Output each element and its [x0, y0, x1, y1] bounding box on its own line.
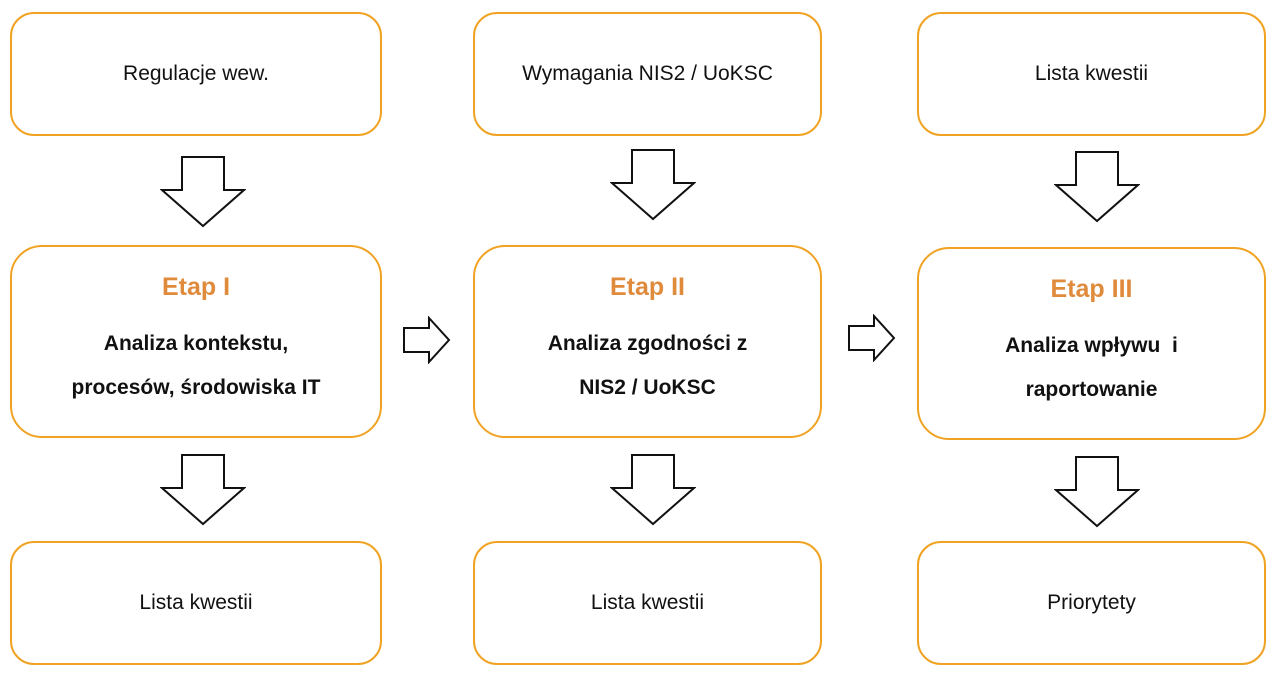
- stage-box-1: Etap I Analiza kontekstu, procesów, środ…: [10, 245, 382, 438]
- input-label-2: Wymagania NIS2 / UoKSC: [522, 62, 773, 85]
- stage-title-3: Etap III: [1050, 275, 1133, 303]
- output-label-3: Priorytety: [1047, 591, 1136, 614]
- stage-description-3-line-2: raportowanie: [1025, 378, 1158, 401]
- input-label-1: Regulacje wew.: [123, 62, 269, 85]
- input-box-3: Lista kwestii: [917, 12, 1266, 136]
- down-arrow-icon: [160, 454, 246, 526]
- stage-description-1-line-1: Analiza kontekstu,: [103, 332, 289, 355]
- output-box-2: Lista kwestii: [473, 541, 822, 665]
- input-box-2: Wymagania NIS2 / UoKSC: [473, 12, 822, 136]
- stage-description-3: Analiza wpływu i raportowanie: [1005, 324, 1178, 412]
- down-arrow-icon: [160, 156, 246, 228]
- input-label-3: Lista kwestii: [1034, 62, 1149, 85]
- stage-box-3: Etap III Analiza wpływu i raportowanie: [917, 247, 1266, 440]
- output-label-2: Lista kwestii: [590, 591, 705, 614]
- down-arrow-icon: [610, 454, 696, 526]
- input-box-1: Regulacje wew.: [10, 12, 382, 136]
- down-arrow-icon: [1054, 456, 1140, 528]
- stage-title-2: Etap II: [609, 273, 685, 301]
- right-arrow-icon: [403, 316, 451, 364]
- stage-description-1-line-2: procesów, środowiska IT: [71, 376, 321, 399]
- stage-description-2: Analiza zgodności z NIS2 / UoKSC: [548, 322, 748, 410]
- stage-description-3-line-1: Analiza wpływu i: [1005, 334, 1178, 357]
- down-arrow-icon: [610, 149, 696, 221]
- output-box-1: Lista kwestii: [10, 541, 382, 665]
- stage-description-1: Analiza kontekstu, procesów, środowiska …: [72, 322, 321, 410]
- right-arrow-icon: [848, 314, 896, 362]
- stage-description-2-line-1: Analiza zgodności z: [547, 332, 748, 355]
- stage-description-2-line-2: NIS2 / UoKSC: [579, 376, 716, 399]
- output-box-3: Priorytety: [917, 541, 1266, 665]
- stage-box-2: Etap II Analiza zgodności z NIS2 / UoKSC: [473, 245, 822, 438]
- output-label-1: Lista kwestii: [139, 591, 253, 614]
- down-arrow-icon: [1054, 151, 1140, 223]
- stage-title-1: Etap I: [161, 273, 231, 301]
